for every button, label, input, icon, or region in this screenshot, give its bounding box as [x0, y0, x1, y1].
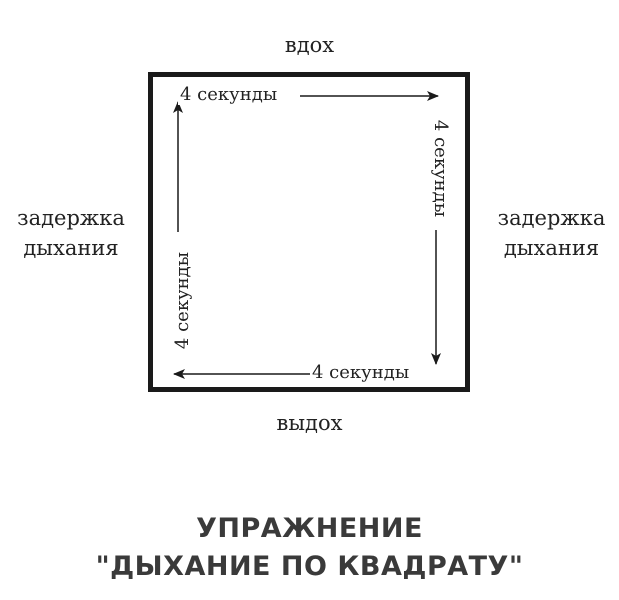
- label-inhale: вдох: [284, 33, 335, 57]
- label-exhale: выдох: [276, 411, 343, 435]
- edge-label-left: 4 секунды: [172, 249, 194, 352]
- page-title: УПРАЖНЕНИЕ "ДЫХАНИЕ ПО КВАДРАТУ": [0, 510, 619, 586]
- label-hold-left: задержка дыхания: [0, 203, 142, 263]
- title-line2: "ДЫХАНИЕ ПО КВАДРАТУ": [95, 551, 524, 582]
- edge-label-top: 4 секунды: [178, 84, 280, 105]
- label-hold-left-line1: задержка: [17, 206, 125, 230]
- label-hold-right-line1: задержка: [497, 206, 606, 230]
- edge-label-bottom: 4 секунды: [310, 362, 412, 383]
- title-line1: УПРАЖНЕНИЕ: [196, 513, 423, 544]
- label-hold-left-line2: дыхания: [23, 236, 119, 260]
- breathing-square: [148, 72, 470, 392]
- label-hold-right: задержка дыхания: [484, 203, 619, 263]
- label-hold-right-line2: дыхания: [503, 236, 600, 260]
- edge-label-right: 4 секунды: [430, 117, 452, 220]
